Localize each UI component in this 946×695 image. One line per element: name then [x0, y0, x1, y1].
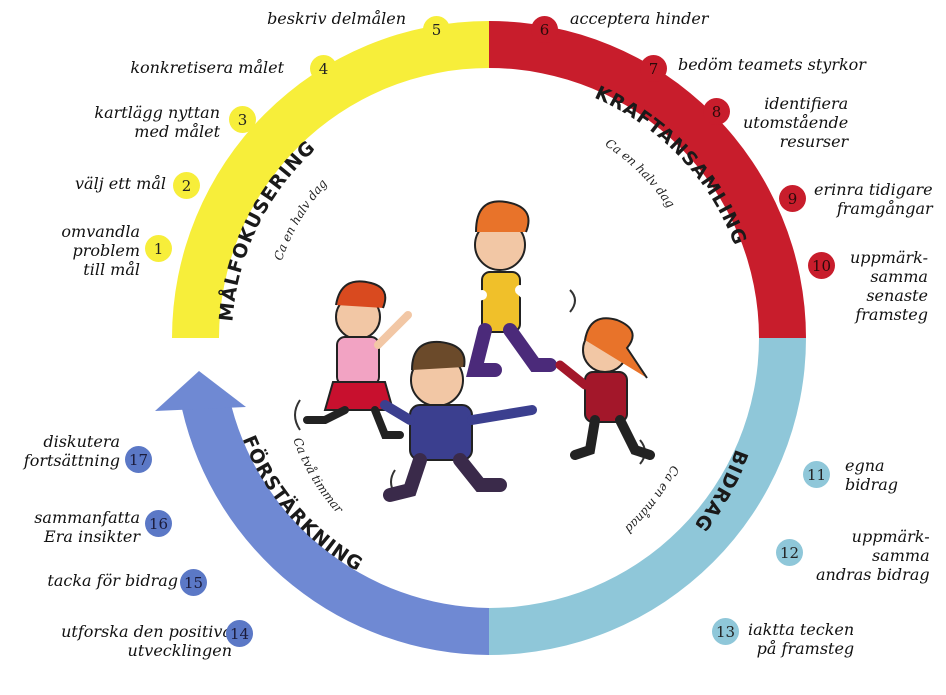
- step-16-text: sammanfatta Era insikter: [34, 508, 140, 546]
- step-15-text: tacka för bidrag: [47, 571, 178, 590]
- bidrag-duration: Ca en månad: [622, 463, 682, 536]
- step-17-badge: 17: [125, 446, 152, 473]
- step-6-text: acceptera hinder: [570, 9, 709, 28]
- step-14-badge: 14: [226, 620, 253, 647]
- step-4-badge: 4: [310, 55, 337, 82]
- step-3-text: kartlägg nyttan med målet: [94, 103, 220, 141]
- malfokusering-arc: [172, 21, 489, 338]
- dancing-people-illustration: [294, 200, 655, 502]
- step-5-badge: 5: [423, 16, 450, 43]
- step-3-badge: 3: [229, 106, 256, 133]
- step-2-text: välj ett mål: [75, 174, 166, 193]
- step-10-text: uppmärk- samma senaste framsteg: [850, 248, 928, 324]
- forstarkning-arc: [182, 396, 489, 655]
- bidrag-arc: [489, 338, 806, 655]
- step-16-badge: 16: [145, 510, 172, 537]
- step-6-badge: 6: [531, 16, 558, 43]
- step-1-text: omvandla problem till mål: [61, 222, 140, 279]
- step-12-text: uppmärk- samma andras bidrag: [816, 527, 930, 584]
- step-11-badge: 11: [803, 461, 830, 488]
- dancer-right: [555, 317, 655, 460]
- step-1-badge: 1: [145, 235, 172, 262]
- dancer-top: [427, 200, 565, 377]
- step-8-badge: 8: [703, 98, 730, 125]
- step-14-text: utforska den positiva utvecklingen: [61, 622, 232, 660]
- step-7-badge: 7: [640, 55, 667, 82]
- dancer-left: [303, 280, 412, 439]
- step-5-text: beskriv delmålen: [267, 9, 406, 28]
- step-10-badge: 10: [808, 252, 835, 279]
- step-13-badge: 13: [712, 618, 739, 645]
- step-15-badge: 15: [180, 569, 207, 596]
- step-17-text: diskutera fortsättning: [23, 432, 120, 470]
- dancer-bottom: [380, 340, 537, 502]
- step-4-text: konkretisera målet: [130, 58, 284, 77]
- step-2-badge: 2: [173, 172, 200, 199]
- step-7-text: bedöm teamets styrkor: [678, 55, 866, 74]
- step-12-badge: 12: [776, 539, 803, 566]
- step-9-text: erinra tidigare framgångar: [814, 180, 933, 218]
- step-11-text: egna bidrag: [845, 456, 899, 494]
- kraftansamling-arc: [489, 21, 806, 338]
- forstarkning-arrowhead: [155, 371, 246, 411]
- step-9-badge: 9: [779, 185, 806, 212]
- step-8-text: identifiera utomstående resurser: [743, 94, 849, 151]
- step-13-text: iaktta tecken på framsteg: [748, 620, 855, 658]
